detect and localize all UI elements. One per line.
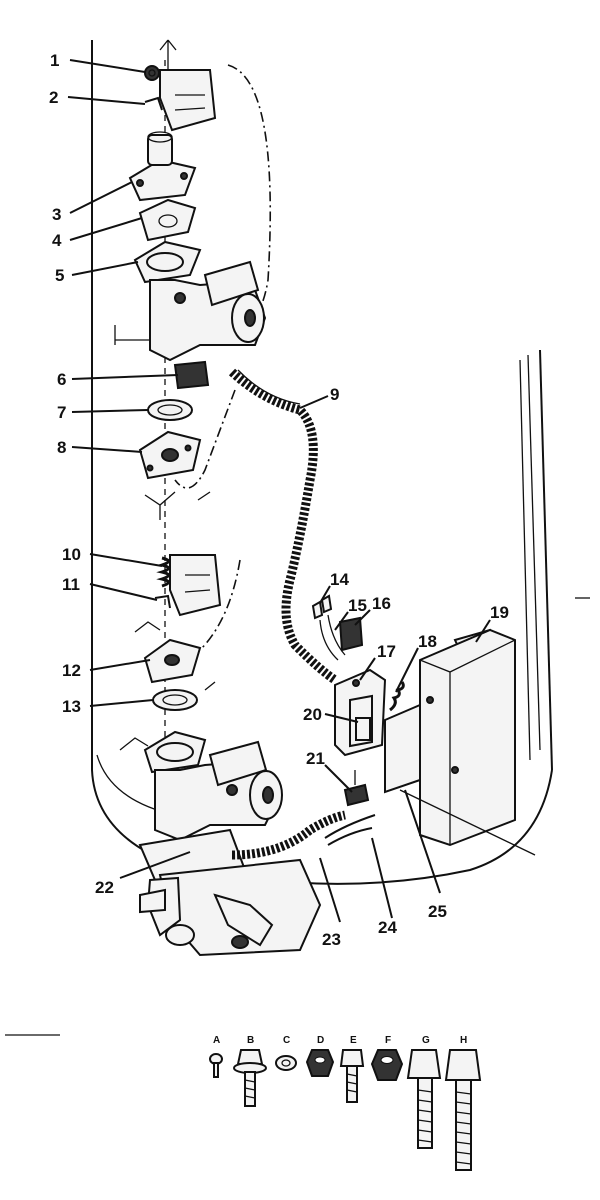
hardware-label-e: E (350, 1035, 357, 1046)
callout-12: 12 (62, 661, 81, 680)
callout-10: 10 (62, 545, 81, 564)
part-9-wiring-harness (228, 368, 338, 684)
callout-1: 1 (50, 51, 59, 70)
control-box (419, 628, 516, 847)
callout-13: 13 (62, 697, 81, 716)
callout-14: 14 (330, 570, 349, 589)
callout-11: 11 (62, 575, 80, 594)
part-18-wire-spring (389, 681, 405, 712)
callout-20: 20 (303, 705, 322, 724)
callout-19: 19 (490, 603, 509, 622)
upper-mounting-bracket (159, 39, 217, 132)
part-3-flange-boss (128, 131, 197, 202)
hardware-label-g: G (422, 1035, 430, 1046)
hardware-label-a: A (213, 1035, 220, 1046)
part-5-upper-thermostat (114, 240, 267, 362)
callout-2: 2 (49, 88, 58, 107)
lower-mounting-bracket (169, 554, 222, 617)
callout-23: 23 (322, 930, 341, 949)
callout-17: 17 (377, 642, 396, 661)
lower-cover-outline (199, 559, 241, 651)
callout-9: 9 (330, 385, 339, 404)
callout-6: 6 (57, 370, 66, 389)
part-1-screw (144, 65, 160, 81)
water-heater-tank (91, 40, 590, 885)
part-7-o-ring (147, 399, 193, 421)
callout-4: 4 (52, 231, 62, 250)
part-2-wire-clip (144, 96, 163, 111)
hardware-label-d: D (317, 1035, 324, 1046)
part-11-clip (154, 594, 171, 609)
part-20-relay (355, 717, 371, 741)
leader-lines (67, 59, 491, 923)
callout-15: 15 (348, 596, 367, 615)
hardware-a-screw (209, 1053, 223, 1078)
part-22-terminal-block (138, 828, 247, 882)
part-10-spring (156, 556, 170, 588)
callout-5: 5 (55, 266, 64, 285)
callout-7: 7 (57, 403, 66, 422)
callout-3: 3 (52, 205, 61, 224)
hardware-label-c: C (283, 1035, 290, 1046)
part-4-gasket (138, 198, 197, 242)
hardware-g-long-bolt (406, 1049, 442, 1149)
callout-24: 24 (378, 918, 397, 937)
hardware-label-h: H (460, 1035, 467, 1046)
part-8-flange-plate (138, 430, 211, 520)
hardware-b-flange-bolt (233, 1049, 267, 1107)
part-16-connector (338, 616, 364, 652)
part-14-wire-nuts (311, 594, 333, 620)
gas-valve-fittings (139, 858, 322, 957)
hardware-f-nut (370, 1049, 404, 1081)
hardware-label-f: F (385, 1035, 391, 1046)
lower-thermostat (119, 730, 283, 842)
callout-labels: 1 2 3 4 5 6 7 8 9 10 11 12 13 14 15 16 1… (49, 51, 509, 949)
part-17-bracket (334, 668, 387, 757)
part-13-o-ring (152, 681, 216, 711)
middle-cover-outline (174, 389, 236, 489)
hardware-h-longest-bolt (444, 1049, 482, 1171)
callout-18: 18 (418, 632, 437, 651)
callout-16: 16 (372, 594, 391, 613)
hardware-c-washer (275, 1055, 297, 1071)
part-12-flange-boss (134, 621, 202, 684)
part-24-wire-lead (324, 814, 376, 846)
upper-cover-outline (227, 64, 272, 331)
hardware-d-nut (305, 1049, 335, 1077)
callout-8: 8 (57, 438, 66, 457)
callout-21: 21 (306, 749, 325, 768)
hardware-label-b: B (247, 1035, 254, 1046)
part-6-terminal-block (173, 360, 210, 390)
hardware-e-short-bolt (339, 1049, 365, 1103)
part-23-conduit (231, 810, 346, 860)
hardware-legend: A B C D E F G H (209, 1035, 482, 1171)
part-25-cover-plate (384, 703, 536, 856)
part-15-leads (319, 614, 346, 661)
callout-22: 22 (95, 878, 114, 897)
callout-25: 25 (428, 902, 447, 921)
